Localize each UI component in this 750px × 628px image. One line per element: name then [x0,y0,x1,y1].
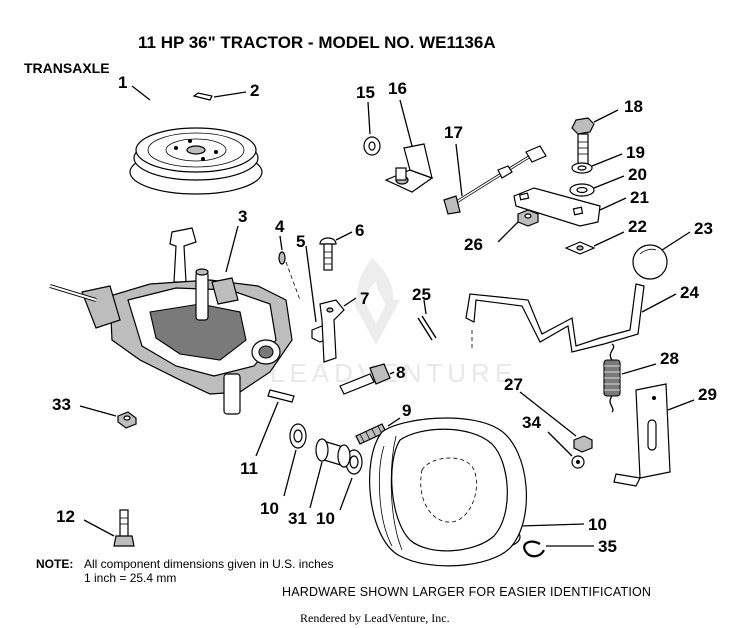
callout-22: 22 [628,217,647,236]
part-11-key [255,389,295,457]
callout-2: 2 [250,81,259,100]
wheel-tire [368,417,527,567]
part-35-retaining-ring [523,540,594,558]
part-29-bracket [613,383,695,487]
part-16-bracket [384,99,434,193]
callout-3: 3 [238,207,247,226]
part-3-transaxle [49,225,293,415]
callout-11: 11 [240,459,258,478]
part-19-20-washers [569,153,625,197]
part-24-lever [465,283,677,353]
callout-10-left: 10 [260,499,279,518]
part-33-nut [79,405,137,429]
part-22-square-washer [564,231,625,255]
callout-25: 25 [412,285,431,304]
callout-26: 26 [464,235,483,254]
part-4 [278,235,301,301]
callout-17: 17 [444,123,463,142]
watermark: LEADVENTURE [270,258,517,388]
part-25-cotter-pin [417,299,437,341]
callout-23: 23 [694,219,713,238]
callout-35: 35 [598,537,617,556]
callout-6: 6 [355,221,364,240]
part-27-nut [519,391,593,453]
callout-15: 15 [356,83,375,102]
part-28-spring [603,343,657,413]
part-2-key [192,91,247,101]
callout-21: 21 [630,188,649,207]
callout-4: 4 [275,217,285,236]
callout-27: 27 [504,375,523,394]
callout-labels: 1 2 3 4 5 6 7 8 9 10 11 12 15 16 17 18 1… [52,73,717,556]
callout-1: 1 [118,73,127,92]
render-credit: Rendered by LeadVenture, Inc. [300,611,450,625]
callout-33: 33 [52,395,71,414]
callout-16: 16 [388,79,407,98]
part-21-plate [513,187,627,227]
note-label: NOTE: [36,557,73,571]
part-34-lock-washer [547,431,585,469]
part-17-rod [443,143,547,215]
callout-34: 34 [522,413,541,432]
note-line-2: 1 inch = 25.4 mm [84,571,176,585]
note-line-1: All component dimensions given in U.S. i… [84,557,333,571]
dimensions-note: NOTE: All component dimensions given in … [36,557,333,585]
part-8-bolt [339,363,395,395]
callout-10-middle: 10 [316,509,335,528]
hardware-footnote: HARDWARE SHOWN LARGER FOR EASIER IDENTIF… [282,585,651,599]
callout-5: 5 [296,232,305,251]
callout-24: 24 [680,283,699,302]
callout-29: 29 [698,385,717,404]
part-31-spacer [309,438,351,509]
callout-7: 7 [360,289,369,308]
callout-31: 31 [288,509,307,528]
callout-28: 28 [660,349,679,368]
part-23-knob [632,231,691,280]
callout-18: 18 [624,97,643,116]
part-6-bolt [319,231,353,271]
part-1-pulley [129,85,263,195]
callout-9: 9 [402,401,411,420]
section-label: TRANSAXLE [24,60,110,76]
callout-20: 20 [628,165,647,184]
part-7-bracket [319,297,357,363]
callout-19: 19 [626,143,645,162]
part-26-nut [497,209,539,243]
callout-12: 12 [56,507,75,526]
part-15-washer [363,101,381,156]
part-12-bolt [83,509,135,547]
part-18-bolt [571,109,619,165]
watermark-text: LEADVENTURE [270,358,517,388]
callout-8: 8 [396,363,405,382]
callout-10-right: 10 [588,515,607,534]
diagram-title: 11 HP 36" TRACTOR - MODEL NO. WE1136A [138,33,496,52]
